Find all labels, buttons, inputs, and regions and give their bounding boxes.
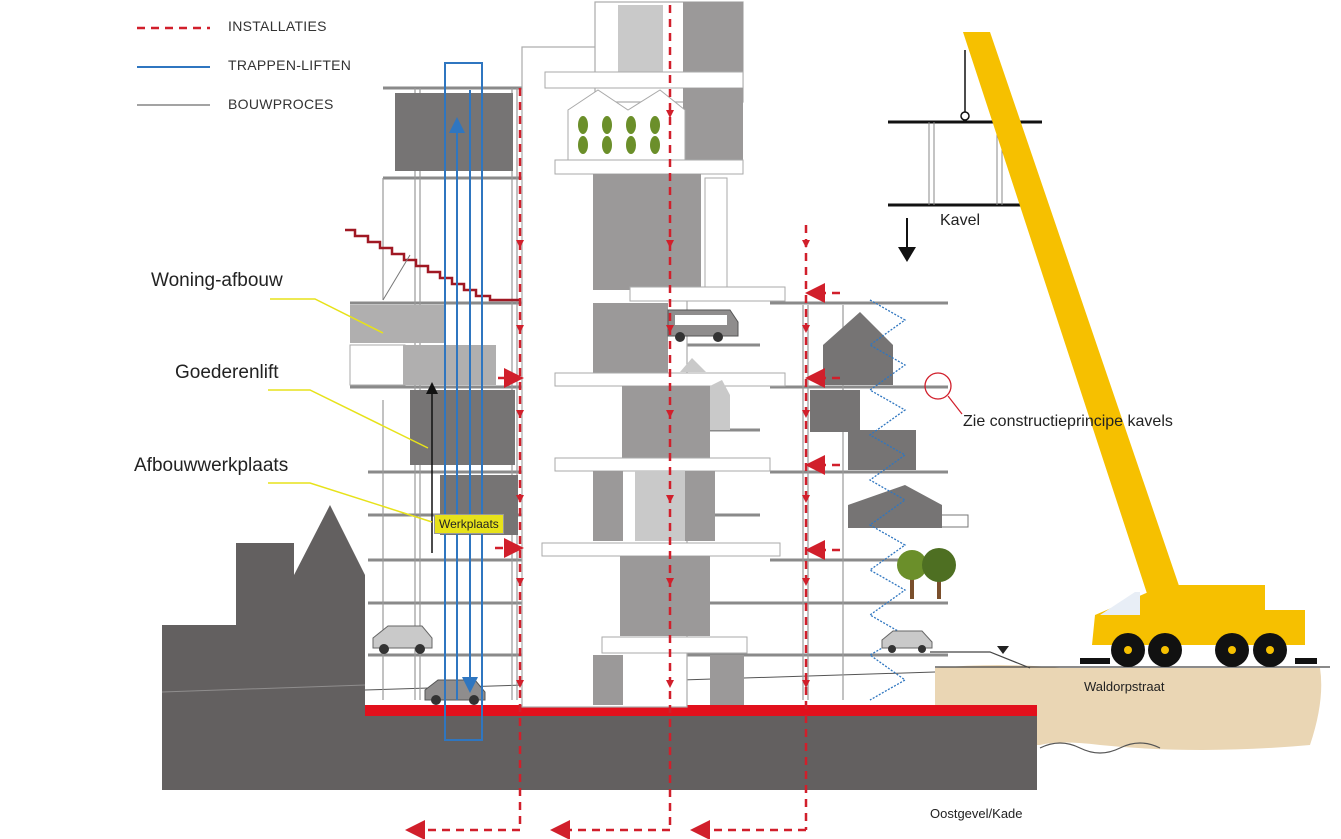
legend-label-installaties: INSTALLATIES	[228, 18, 327, 34]
label-werkplaats: Werkplaats	[434, 514, 504, 534]
left-blocks	[349, 93, 518, 535]
greenhouse	[567, 89, 686, 161]
trees	[897, 548, 956, 599]
water-wave	[1039, 742, 1161, 754]
road-edge	[930, 651, 1031, 669]
legend-label-bouwproces: BOUWPROCES	[228, 96, 334, 112]
elevator-shafts	[444, 62, 483, 741]
constructie-marker	[924, 372, 952, 400]
label-oostgevel-kade: Oostgevel/Kade	[930, 806, 1023, 821]
construction-stairs	[345, 228, 520, 302]
label-goederenlift: Goederenlift	[175, 362, 279, 383]
label-afbouwwerkplaats: Afbouwwerkplaats	[134, 455, 289, 476]
basement-block	[365, 712, 1037, 790]
label-zie-constructieprincipe: Zie constructieprincipe kavels	[963, 413, 1173, 430]
right-blocks	[810, 312, 969, 528]
road-marker	[997, 646, 1009, 654]
leader-lines	[268, 298, 433, 523]
label-woning-afbouw: Woning-afbouw	[151, 270, 283, 291]
foundation-red	[365, 705, 1037, 716]
installaties-down-markers	[516, 110, 810, 688]
left-neighbour-building	[162, 505, 365, 790]
crane	[963, 32, 1317, 667]
legend	[137, 26, 210, 106]
label-waldorpstraat: Waldorpstraat	[1084, 679, 1165, 694]
cars	[372, 309, 933, 705]
label-kavel: Kavel	[940, 212, 981, 229]
legend-label-trappen-liften: TRAPPEN-LIFTEN	[228, 57, 352, 73]
